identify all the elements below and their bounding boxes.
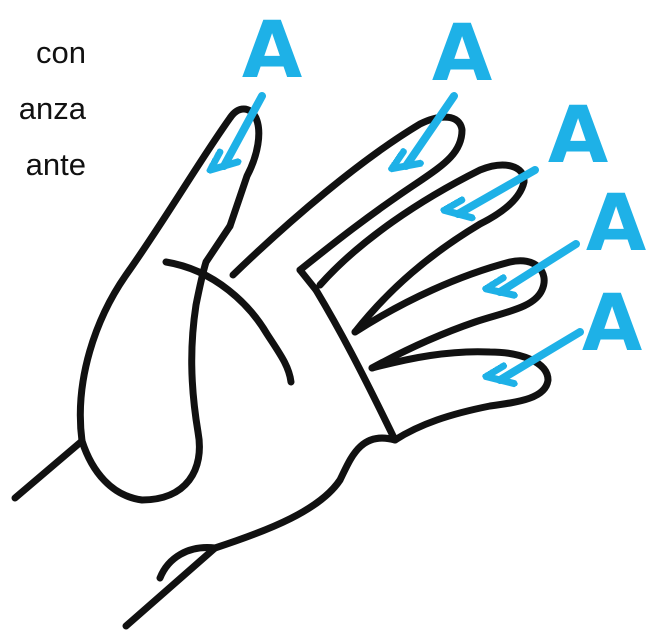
arrow-pinky [500,328,584,380]
wrist-upper-line [11,437,86,502]
arrow-index [406,92,458,166]
pinky-finger-outline [368,348,552,444]
thumb-outline [78,222,234,582]
finger-label-ring: A [586,179,646,269]
palm-crease [162,258,295,386]
palm-side-line [312,286,399,444]
middle-finger-outline [316,161,528,336]
arrow-thumb [224,92,266,166]
caption-line-2: anza [18,91,86,126]
palm-inner-line [296,266,320,294]
caption-line-3: ante [25,147,86,182]
palm-back-outline [76,105,263,445]
wrist-lower-line [122,544,219,630]
arrow-ring [500,240,580,292]
finger-label-index: A [432,9,492,99]
finger-label-pinky: A [582,279,642,369]
ring-finger-outline [351,257,548,372]
palm-lower-edge [211,434,399,552]
index-finger-outline [229,113,466,279]
finger-label-middle: A [548,91,608,181]
finger-label-thumb: A [242,6,302,96]
caption-line-1: con [36,35,86,70]
arrow-middle [458,166,539,214]
